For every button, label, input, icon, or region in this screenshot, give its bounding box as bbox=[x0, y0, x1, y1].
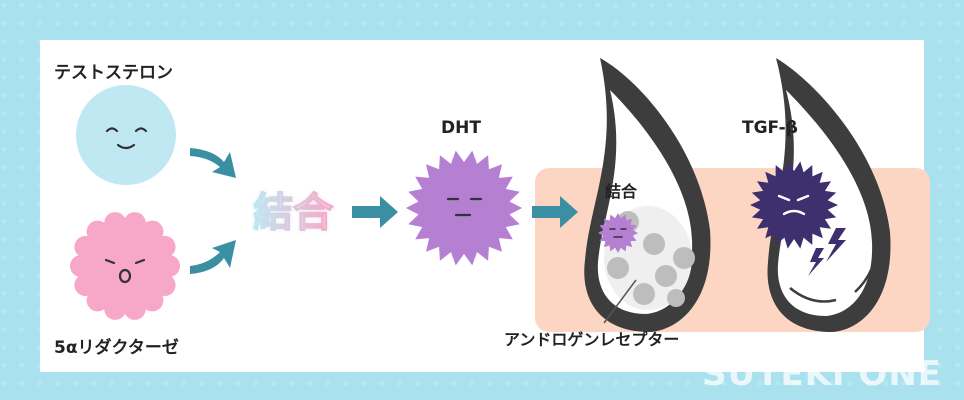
smile-face-icon bbox=[105, 127, 148, 150]
testosterone-molecule bbox=[76, 85, 176, 185]
arrow-icon bbox=[190, 148, 578, 274]
combine-big-label: 結合 bbox=[253, 190, 333, 236]
dht-small-molecule bbox=[598, 213, 638, 253]
surprised-face-icon bbox=[104, 258, 146, 284]
combine-small-label: 結合 bbox=[605, 182, 638, 201]
angry-face-icon bbox=[777, 194, 810, 216]
lightning-icon bbox=[808, 228, 846, 276]
combine-big-glow: 結合 bbox=[253, 190, 333, 236]
receptor-label: アンドロゲンレセプター bbox=[504, 330, 680, 349]
neutral-face-icon bbox=[446, 197, 483, 217]
tgf-molecule bbox=[750, 161, 838, 249]
reductase-label: 5αリダクターゼ bbox=[54, 338, 179, 358]
testosterone-label: テストステロン bbox=[54, 63, 173, 83]
reductase-molecule bbox=[70, 212, 180, 320]
dht-label: DHT bbox=[441, 118, 481, 138]
watermark-logo: SUTEKI ONE bbox=[702, 354, 942, 394]
hair-follicle-1 bbox=[584, 58, 711, 332]
tgf-label: TGF-β bbox=[742, 118, 798, 138]
receptor-pointer-line bbox=[603, 279, 637, 324]
dht-molecule bbox=[406, 150, 522, 266]
